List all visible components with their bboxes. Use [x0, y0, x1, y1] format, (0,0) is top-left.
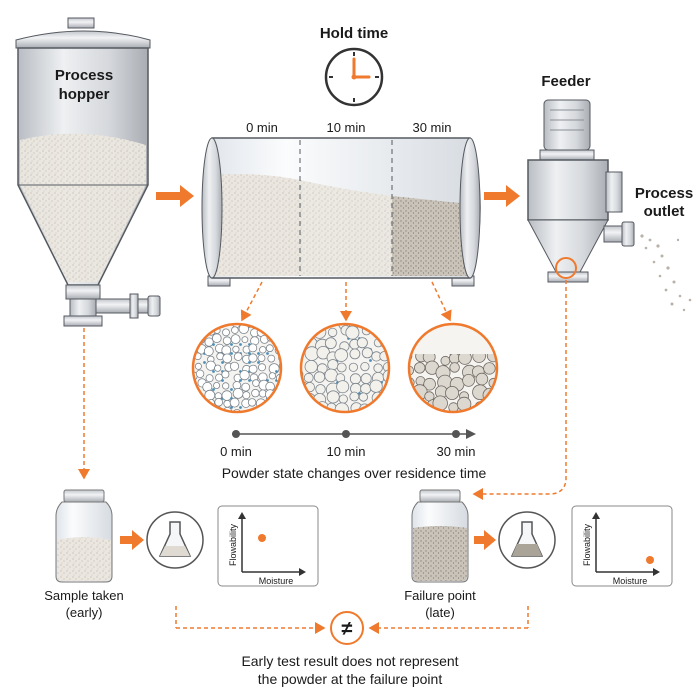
hold-time-label: Hold time	[320, 25, 388, 42]
state-caption: Powder state changes over residence time	[222, 465, 487, 481]
flask-icon	[498, 511, 556, 569]
failure-label-line1: Failure point	[404, 588, 476, 603]
early-plot-ylabel: Flowability	[228, 523, 238, 566]
late-test-plot: Flowability Moisture	[571, 505, 673, 587]
feeder-label: Feeder	[541, 73, 590, 90]
timeline-tick-10: 10 min	[326, 444, 365, 459]
drum-time-30: 30 min	[412, 120, 451, 135]
powder-state-10min	[299, 322, 391, 414]
drum-time-10: 10 min	[326, 120, 365, 135]
early-sample-jar	[55, 489, 113, 583]
residence-drum: 0 min 10 min 30 min	[201, 120, 481, 287]
conclusion-line1: Early test result does not represent	[241, 653, 458, 669]
sample-label-line1: Sample taken	[44, 588, 124, 603]
arrow-right-icon	[120, 530, 144, 550]
late-test-point	[646, 556, 654, 564]
residence-timeline: 0 min 10 min 30 min Powder state changes…	[220, 429, 487, 481]
powder-state-30min	[407, 322, 499, 414]
hopper-label-line1: Process	[55, 67, 113, 84]
feeder: Feeder Process outlet	[527, 73, 693, 312]
conclusion-line2: the powder at the failure point	[258, 671, 443, 687]
timeline-tick-0: 0 min	[220, 444, 252, 459]
not-equal-icon: ≠	[342, 618, 353, 640]
flask-icon	[146, 511, 204, 569]
drum-time-0: 0 min	[246, 120, 278, 135]
late-plot-ylabel: Flowability	[582, 523, 592, 566]
late-plot-xlabel: Moisture	[613, 576, 648, 586]
process-hopper: Process hopper	[15, 17, 161, 327]
timeline-tick-30: 30 min	[436, 444, 475, 459]
comparison-connector: ≠	[175, 606, 529, 645]
sample-label-line2: (early)	[66, 605, 103, 620]
hopper-label-line2: hopper	[59, 86, 110, 103]
late-sample-jar	[411, 489, 469, 583]
powder-state-0min	[191, 322, 283, 414]
clock-icon	[324, 47, 384, 107]
arrow-right-icon	[156, 185, 194, 207]
arrow-right-icon	[484, 185, 520, 207]
early-test-plot: Flowability Moisture	[217, 505, 319, 587]
process-outlet-spray	[640, 234, 692, 312]
early-test-point	[258, 534, 266, 542]
failure-label-line2: (late)	[425, 605, 455, 620]
outlet-label-line2: outlet	[644, 203, 685, 220]
outlet-label-line1: Process	[635, 185, 693, 202]
early-plot-xlabel: Moisture	[259, 576, 294, 586]
arrow-right-icon	[474, 530, 496, 550]
